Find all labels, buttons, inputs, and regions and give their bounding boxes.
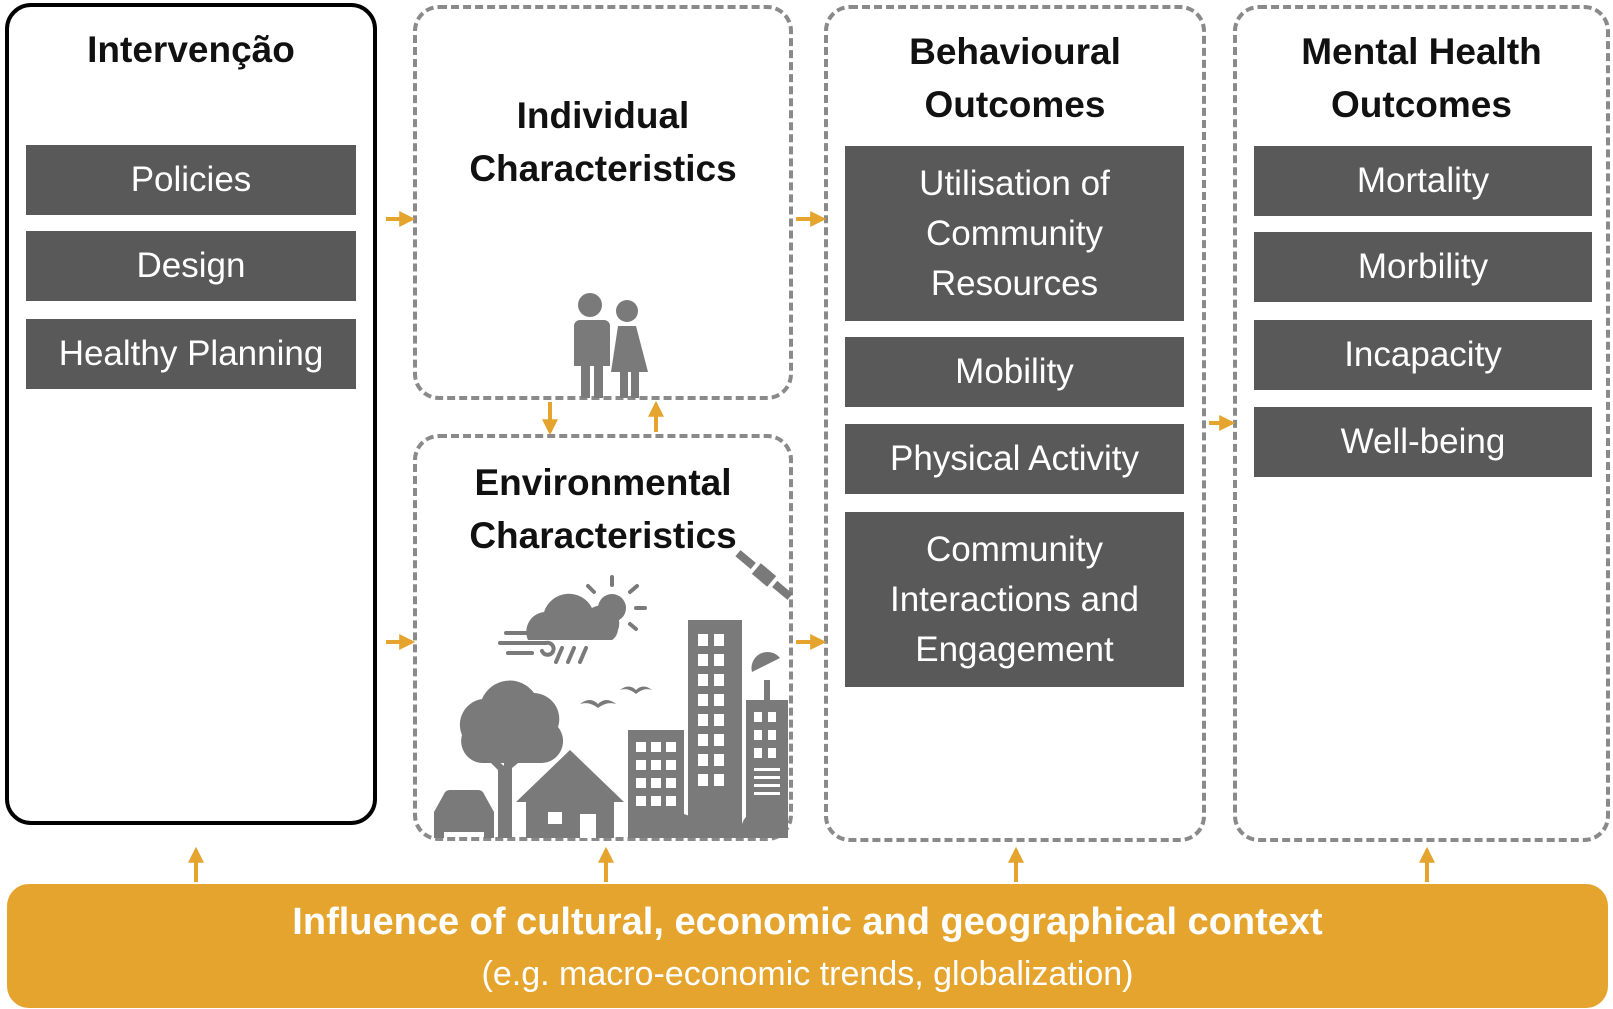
behavioural-item-physical-activity: Physical Activity: [845, 424, 1184, 494]
environmental-title: Environmental Characteristics: [469, 462, 737, 556]
intervention-panel: Intervenção: [5, 3, 377, 825]
behavioural-item-community-interactions: Community Interactions and Engagement: [845, 512, 1184, 687]
mental-health-item-morbility: Morbility: [1254, 232, 1592, 302]
context-banner: Influence of cultural, economic and geog…: [7, 884, 1608, 1008]
mental-health-item-incapacity: Incapacity: [1254, 320, 1592, 390]
context-title: Influence of cultural, economic and geog…: [292, 901, 1323, 943]
intervention-item-design: Design: [26, 231, 356, 301]
context-subtitle: (e.g. macro-economic trends, globalizati…: [481, 955, 1134, 993]
intervention-title: Intervenção: [87, 29, 295, 70]
individual-title: Individual Characteristics: [469, 95, 737, 189]
behavioural-title: Behavioural Outcomes: [909, 31, 1121, 125]
mental-health-item-well-being: Well-being: [1254, 407, 1592, 477]
behavioural-item-community-resources: Utilisation of Community Resources: [845, 146, 1184, 321]
city-environment-icon: [434, 550, 793, 838]
mental-health-item-mortality: Mortality: [1254, 146, 1592, 216]
environmental-panel: Environmental Characteristics: [413, 434, 793, 841]
mental-health-title: Mental Health Outcomes: [1301, 31, 1542, 125]
couple-icon: [574, 293, 648, 398]
intervention-item-policies: Policies: [26, 145, 356, 215]
behavioural-panel: Behavioural Outcomes: [824, 5, 1206, 842]
intervention-item-healthy-planning: Healthy Planning: [26, 319, 356, 389]
behavioural-item-mobility: Mobility: [845, 337, 1184, 407]
